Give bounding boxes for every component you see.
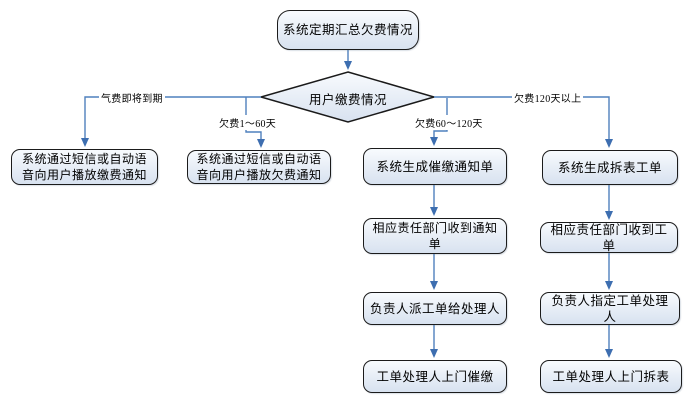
node-generate-meter-removal-order: 系统生成拆表工单 [542, 150, 678, 185]
branch-label-overdue-1-60: 欠费1～60天 [217, 115, 279, 130]
connector-removal-to-dept [605, 185, 613, 220]
node-decision-payment-status: 用户缴费情况 [308, 93, 387, 107]
node-dept-receives-order: 相应责任部门收到工单 [540, 222, 678, 253]
node-notify-payment-notice: 系统通过短信或自动语音向用户播放缴费通知 [11, 149, 158, 185]
connector-assign-to-urge [430, 325, 438, 358]
connector-dept-to-assign [430, 254, 438, 290]
node-appoint-handler: 负责人指定工单处理人 [540, 292, 680, 325]
connector-branch-overdue-120-plus [434, 96, 613, 148]
branch-label-overdue-120-plus: 欠费120天以上 [512, 90, 584, 105]
node-start-summarize-arrears: 系统定期汇总欠费情况 [277, 10, 419, 50]
branch-label-overdue-60-120: 欠费60～120天 [413, 115, 485, 130]
node-dept-receives-notice: 相应责任部门收到通知单 [363, 218, 507, 254]
connector-branch-overdue-1-60 [245, 97, 265, 148]
node-door-to-door-removal: 工单处理人上门拆表 [540, 360, 682, 393]
node-generate-reminder-notice: 系统生成催缴通知单 [363, 148, 507, 185]
connector-appoint-to-removal [605, 325, 613, 358]
decision-diamond-shape [258, 71, 437, 123]
node-assign-work-order: 负责人派工单给处理人 [363, 292, 507, 325]
branch-label-due-soon: 气费即将到期 [99, 90, 165, 105]
connector-branch-overdue-60-120 [430, 98, 448, 146]
connector-dept-to-appoint [605, 253, 613, 290]
connector-reminder-to-dept [430, 185, 438, 216]
node-notify-arrears-notice: 系统通过短信或自动语音向用户播放欠费通知 [187, 150, 331, 184]
connector-branch-due-soon [81, 96, 261, 147]
connector-start-to-decision [344, 50, 352, 70]
node-door-to-door-urge: 工单处理人上门催缴 [363, 360, 507, 393]
